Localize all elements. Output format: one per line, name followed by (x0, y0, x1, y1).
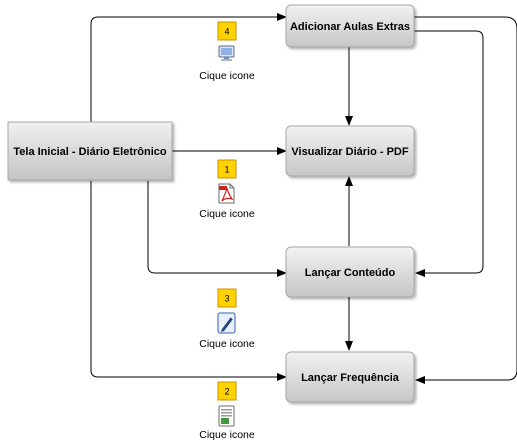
node-tela-inicial-label: Tela Inicial - Diário Eletrônico (13, 146, 167, 158)
connector-adicionar-to-frequencia (414, 16, 517, 384)
connector-start-to-frequencia (90, 181, 287, 381)
connectors (90, 13, 517, 384)
connector-adicionar-to-conteudo (414, 30, 484, 277)
step-1-number: 1 (224, 165, 229, 175)
step-3-badge: 3 (217, 288, 237, 308)
node-lancar-conteudo[interactable]: Lançar Conteúdo (285, 246, 415, 298)
computer-monitor-icon[interactable] (218, 45, 235, 61)
document-list-icon[interactable] (218, 405, 235, 427)
step-3-number: 3 (224, 294, 229, 304)
step-2-caption: Cique icone (199, 429, 255, 440)
step-4-number: 4 (224, 27, 229, 37)
step-1-badge: 1 (217, 159, 237, 179)
step-3: 3 Cique icone (199, 288, 255, 350)
node-lancar-conteudo-label: Lançar Conteúdo (305, 267, 396, 279)
step-1: 1 Cique icone (199, 159, 255, 220)
node-visualizar-diario-pdf[interactable]: Visualizar Diário - PDF (285, 125, 415, 177)
node-visualizar-label: Visualizar Diário - PDF (291, 146, 408, 158)
step-4-caption: Cique icone (199, 70, 255, 82)
connector-start-to-conteudo (147, 181, 287, 277)
step-4: 4 Cique icone (199, 21, 255, 82)
connector-start-to-adicionar (90, 13, 287, 122)
node-lancar-frequencia-label: Lançar Frequência (301, 372, 400, 384)
node-lancar-frequencia[interactable]: Lançar Frequência (285, 351, 415, 403)
step-2-number: 2 (224, 387, 229, 397)
pdf-file-icon[interactable] (218, 183, 235, 204)
node-adicionar-aulas-extras[interactable]: Adicionar Aulas Extras (285, 4, 415, 48)
node-adicionar-label: Adicionar Aulas Extras (290, 21, 410, 33)
edit-pen-icon[interactable] (217, 312, 236, 334)
step-1-caption: Cique icone (199, 208, 255, 220)
node-tela-inicial[interactable]: Tela Inicial - Diário Eletrônico (7, 121, 173, 181)
step-2: 2 Cique icone (199, 381, 255, 440)
step-2-badge: 2 (217, 381, 237, 401)
step-4-badge: 4 (217, 21, 237, 41)
step-3-caption: Cique icone (199, 338, 255, 350)
